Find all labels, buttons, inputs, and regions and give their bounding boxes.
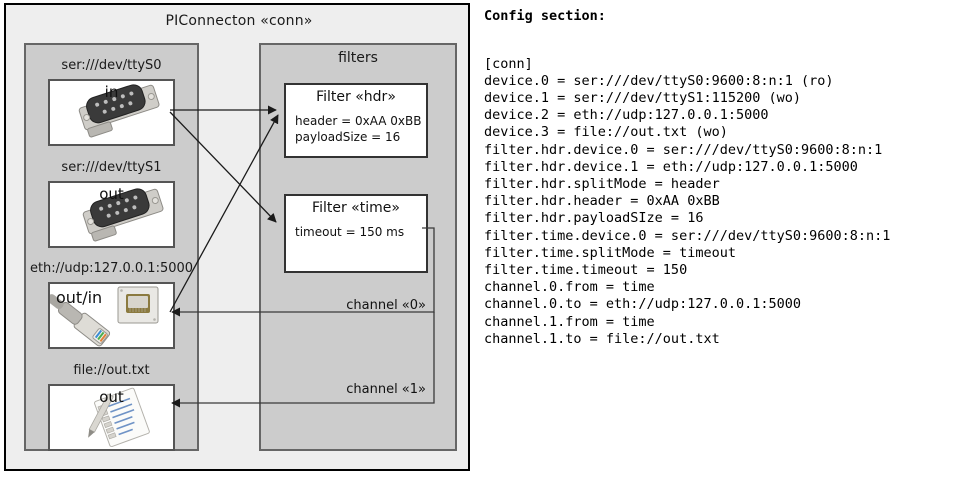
device-direction-ttys0: in	[104, 83, 119, 101]
device-card-file[interactable]: out	[48, 384, 175, 451]
channel-label-1: channel «1»	[346, 382, 426, 397]
config-heading: Config section:	[484, 8, 606, 24]
serial-connector-icon	[50, 183, 173, 246]
filter-prop: header = 0xAA 0xBB	[295, 114, 422, 128]
device-label-ttys0: ser:///dev/ttyS0	[61, 58, 162, 73]
device-card-ttys1[interactable]: out	[48, 181, 175, 248]
filter-props-hdr: header = 0xAA 0xBB payloadSize = 16	[295, 113, 422, 145]
notepad-pencil-icon	[50, 386, 173, 449]
filter-title-hdr: Filter «hdr»	[316, 89, 396, 105]
config-panel: Config section: [conn] device.0 = ser://…	[482, 0, 964, 484]
device-label-eth: eth://udp:127.0.0.1:5000	[29, 261, 194, 276]
device-label-file: file://out.txt	[73, 363, 150, 378]
diagram-title: PIConnecton «conn»	[165, 13, 313, 29]
filter-title-time: Filter «time»	[312, 200, 400, 216]
device-direction-file: out	[99, 388, 124, 406]
ethernet-socket-icon	[47, 284, 173, 347]
device-label-ttys1: ser:///dev/ttyS1	[61, 160, 162, 175]
serial-connector-icon	[50, 81, 173, 144]
filter-box-time[interactable]: Filter «time» timeout = 150 ms	[284, 194, 428, 273]
filter-prop: timeout = 150 ms	[295, 225, 405, 239]
device-direction-eth: out/in	[56, 288, 103, 307]
device-card-ttys0[interactable]: in	[48, 79, 175, 146]
config-text: [conn] device.0 = ser:///dev/ttyS0:9600:…	[484, 55, 891, 347]
device-direction-ttys1: out	[99, 185, 124, 203]
connector-outer-frame: PIConnecton «conn» ser:///dev/ttyS0 in	[4, 3, 470, 471]
filter-prop: payloadSize = 16	[295, 130, 401, 144]
filter-box-hdr[interactable]: Filter «hdr» header = 0xAA 0xBB payloadS…	[284, 83, 428, 158]
filters-group-title: filters	[338, 50, 378, 66]
device-card-eth[interactable]: out/in	[47, 282, 175, 349]
filter-props-time: timeout = 150 ms	[295, 224, 422, 240]
architecture-diagram: PIConnecton «conn» ser:///dev/ttyS0 in	[0, 0, 478, 484]
channel-label-0: channel «0»	[346, 298, 426, 313]
